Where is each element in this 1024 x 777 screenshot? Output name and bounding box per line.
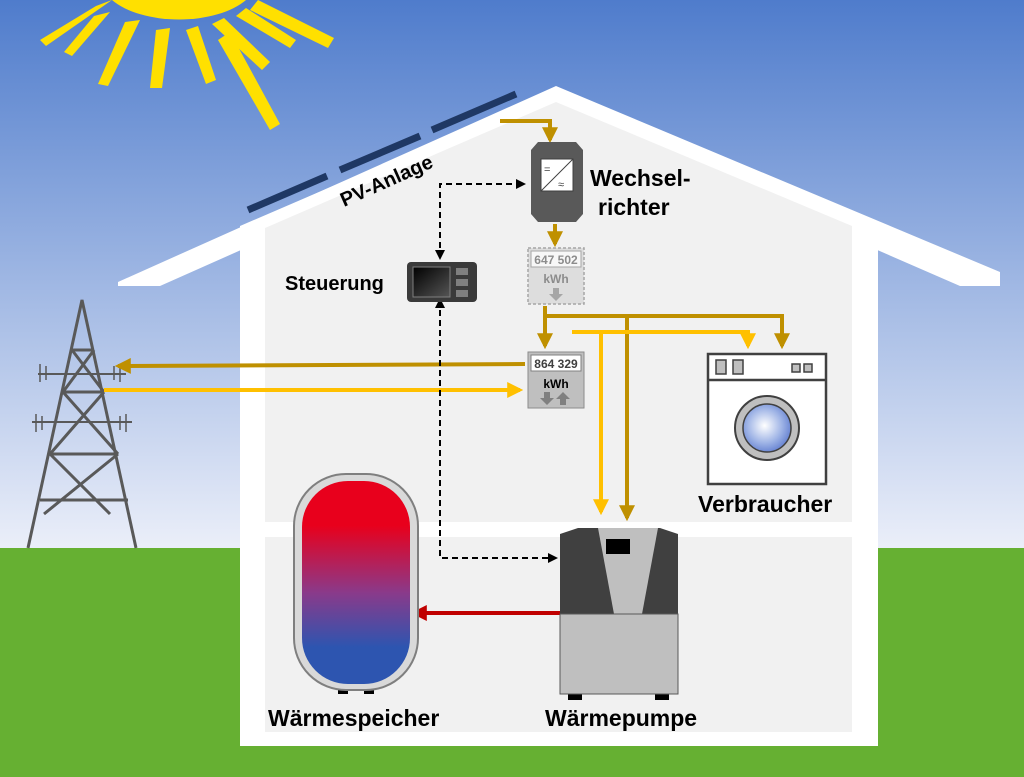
inverter: = ≈ <box>531 142 583 222</box>
grid-meter-unit: kWh <box>543 377 568 391</box>
storage-label: Wärmespeicher <box>268 705 439 731</box>
control-lines <box>435 179 558 563</box>
inverter-label-line1: Wechsel- <box>590 165 691 191</box>
inverter-ac-symbol: ≈ <box>558 179 564 191</box>
inverter-label-line2: richter <box>598 194 670 220</box>
up-arrow-icon <box>556 392 570 405</box>
pv-panels <box>246 90 518 214</box>
production-meter-unit: kWh <box>543 272 568 286</box>
heat-pump <box>559 528 679 700</box>
grid-meter: 864 329 kWh <box>527 351 585 409</box>
down-arrow-icon <box>540 392 554 405</box>
down-arrow-icon <box>549 288 563 301</box>
consumer-label: Verbraucher <box>698 491 832 517</box>
control-label: Steuerung <box>285 273 384 295</box>
power-pylon-icon <box>26 299 138 549</box>
washing-machine-icon <box>706 352 828 486</box>
controller <box>407 262 477 302</box>
inverter-dc-symbol: = <box>544 164 550 176</box>
sun-icon <box>40 0 334 130</box>
heatpump-label: Wärmepumpe <box>545 705 697 731</box>
house-upper-floor <box>265 102 852 522</box>
production-meter-reading: 647 502 <box>534 253 578 267</box>
heat-storage-tank <box>293 473 419 694</box>
grid-meter-reading: 864 329 <box>534 357 578 371</box>
production-meter: 647 502 kWh <box>527 247 585 305</box>
